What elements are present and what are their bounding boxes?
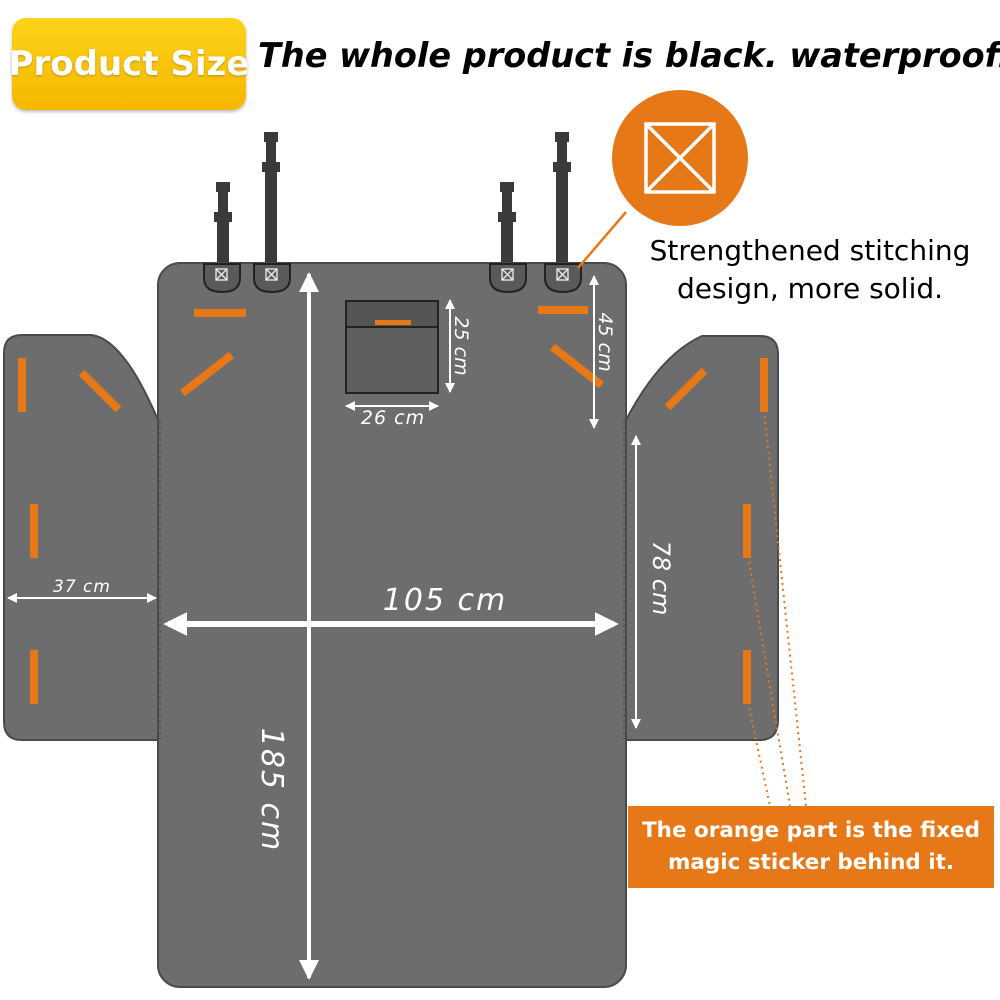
- stitching-callout-line1: Strengthened stitching: [649, 234, 971, 267]
- top-flap-depth-label: 45 cm: [594, 312, 616, 371]
- pocket-width-label: 26 cm: [361, 407, 425, 429]
- right-side-flap: [625, 335, 779, 741]
- total-length-label: 185 cm: [254, 728, 289, 853]
- sticker-leader-lines: [747, 409, 807, 807]
- stitch-box-icon: [253, 263, 291, 294]
- stitching-callout-line2: design, more solid.: [676, 272, 944, 305]
- buckle-strap-icon: [498, 182, 516, 268]
- buckle-strap-icon: [214, 182, 232, 268]
- anchor-group: [203, 263, 582, 294]
- buckle-strap-icon: [262, 132, 280, 268]
- dimension-lines: [7, 272, 641, 980]
- stitching-callout: Strengthened stitching design, more soli…: [630, 232, 990, 308]
- left-side-flap: [3, 334, 159, 741]
- strap-group: [214, 132, 571, 268]
- magic-sticker: [538, 306, 588, 314]
- magic-sticker: [664, 367, 708, 411]
- magic-sticker: [194, 309, 246, 317]
- magic-sticker-note: The orange part is the fixed magic stick…: [628, 806, 994, 888]
- buckle-strap-icon: [553, 132, 571, 268]
- magic-sticker: [18, 358, 26, 412]
- magic-sticker: [743, 650, 751, 704]
- magic-sticker-note-line1: The orange part is the fixed: [641, 818, 981, 843]
- product-size-badge: Product Size: [9, 18, 249, 110]
- magic-sticker: [180, 351, 234, 397]
- magic-sticker: [78, 369, 122, 413]
- side-flap-length-label: 78 cm: [647, 541, 675, 616]
- total-width-label: 105 cm: [383, 583, 508, 618]
- magic-sticker: [760, 358, 768, 412]
- magic-sticker: [30, 504, 38, 558]
- pocket-height-label: 25 cm: [450, 316, 472, 375]
- magic-sticker-note-line2: magic sticker behind it.: [667, 850, 955, 875]
- side-flap-width-label: 37 cm: [53, 577, 111, 597]
- product-size-label: Product Size: [8, 44, 250, 84]
- stitch-box-icon: [203, 263, 241, 294]
- storage-pocket: [345, 300, 439, 394]
- magic-sticker: [743, 504, 751, 558]
- stitch-box-icon: [489, 263, 527, 294]
- stitch-box-icon: [544, 263, 582, 294]
- magic-sticker: [30, 650, 38, 704]
- headline: The whole product is black. waterproof.: [258, 36, 1000, 75]
- box-x-stitch-icon: [577, 90, 748, 269]
